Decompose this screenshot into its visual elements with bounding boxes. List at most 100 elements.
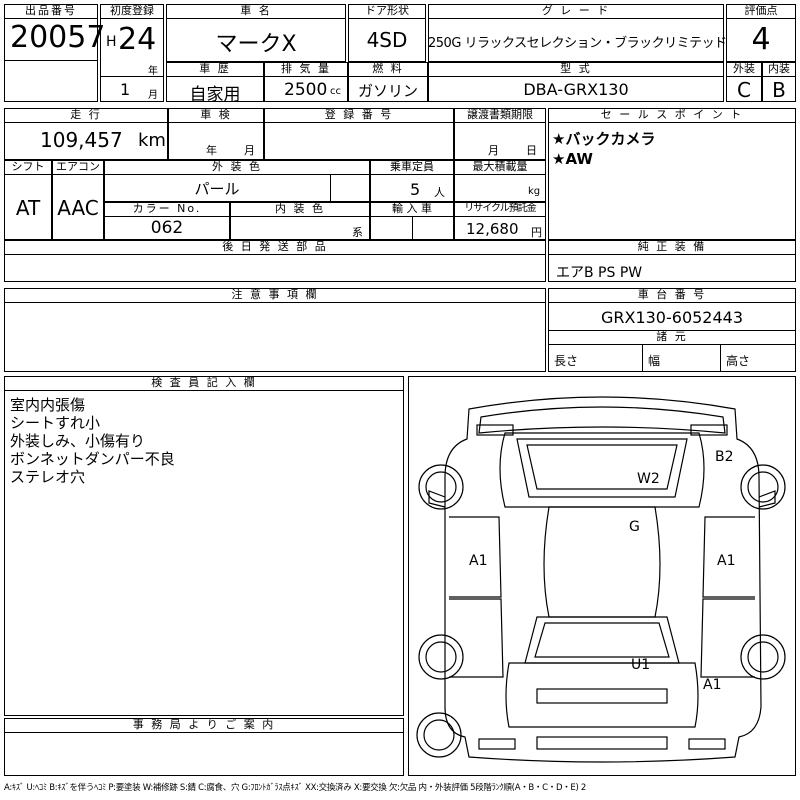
model-code-label: 型 式	[428, 62, 724, 77]
damage-mark-w2: W2	[637, 471, 660, 487]
color-no-value: 062	[150, 218, 184, 238]
inspector-line: 外装しみ、小傷有り	[10, 432, 146, 450]
chassis-value: GRX130-6052443	[600, 308, 744, 327]
grade-value: 250G リラックスセレクション・ブラックリミテッド	[428, 36, 727, 51]
first-reg-year-unit: 年	[148, 66, 158, 77]
history-box	[166, 62, 264, 102]
door-box	[348, 4, 426, 62]
ext-score-value: C	[737, 78, 751, 102]
mileage-unit: km	[138, 130, 166, 151]
chassis-label: 車 台 番 号	[548, 288, 796, 303]
recycle-box	[454, 202, 546, 240]
first-reg-label: 初度登録	[100, 4, 164, 19]
inspection-label: 車 検	[168, 108, 264, 123]
damage-mark-a1-left: A1	[469, 553, 488, 569]
reg-number-label: 登 録 番 号	[264, 108, 454, 123]
max-load-box	[454, 160, 546, 202]
notes-label: 注 意 事 項 欄	[4, 288, 546, 303]
ext-score-label: 外装	[726, 62, 762, 77]
fuel-value: ガソリン	[357, 82, 418, 100]
legend-text: A:ｷｽﾞ U:ﾍｺﾐ B:ｷｽﾞを伴うﾍｺﾐ P:要塗装 W:補修跡 S:錆 …	[4, 783, 587, 793]
genuine-equip-label: 純 正 装 備	[548, 240, 796, 255]
car-body-diagram	[416, 396, 786, 763]
first-reg-year: 24	[118, 22, 157, 57]
car-name-box	[166, 4, 346, 62]
grade-box	[428, 4, 724, 62]
inspection-box	[168, 108, 264, 160]
model-code-value: DBA-GRX130	[523, 80, 629, 99]
inspector-line: シートすれ小	[10, 414, 101, 432]
lot-number: 20057	[10, 20, 106, 55]
genuine-equip-box	[548, 240, 796, 282]
mileage-value: 109,457	[40, 128, 123, 152]
door-value: 4SD	[366, 28, 408, 52]
fuel-box	[348, 62, 428, 102]
recycle-label: リサイクル預託金	[454, 202, 546, 217]
damage-mark-a1-rear: A1	[703, 677, 722, 693]
displacement-value: 2500	[284, 80, 328, 100]
shift-value: AT	[15, 196, 41, 220]
displacement-box	[264, 62, 348, 102]
transfer-day-unit: 日	[526, 144, 537, 157]
inspector-line: 室内内張傷	[10, 396, 86, 414]
displacement-unit: cc	[330, 86, 341, 97]
shift-box	[4, 160, 52, 240]
capacity-value: 5	[410, 180, 421, 199]
aircon-label: エアコン	[52, 160, 104, 175]
ext-score-box	[726, 62, 762, 102]
transfer-month-unit: 月	[488, 144, 499, 157]
reg-number-box	[264, 108, 454, 160]
displacement-label: 排 気 量	[264, 62, 348, 77]
int-score-box	[762, 62, 796, 102]
dim-length-label: 長さ	[554, 354, 579, 368]
inspector-line: ボンネットダンパー不良	[10, 450, 175, 468]
aircon-value: AAC	[57, 196, 99, 220]
grade-label: グ レ ー ド	[428, 4, 724, 19]
color-no-box	[104, 202, 230, 240]
lot-box	[4, 4, 98, 102]
int-color-label: 内 装 色	[230, 202, 370, 217]
office-box	[4, 718, 404, 776]
shift-label: シフト	[4, 160, 52, 175]
fuel-label: 燃 料	[348, 62, 428, 77]
first-reg-month-unit: 月	[148, 90, 158, 101]
damage-diagram: W2 B2 G A1 A1 U1 A1	[408, 376, 796, 776]
car-name-label: 車 名	[166, 4, 346, 19]
history-value: 自家用	[189, 85, 241, 105]
inspector-label: 検 査 員 記 入 欄	[4, 376, 404, 391]
first-reg-month: 1	[120, 80, 131, 99]
aircon-box	[52, 160, 104, 240]
inspection-month-unit: 月	[244, 144, 255, 157]
recycle-value: 12,680	[466, 220, 519, 238]
max-load-label: 最大積載量	[454, 160, 546, 175]
office-label: 事 務 局 よ り ご 案 内	[4, 718, 404, 733]
first-reg-box	[100, 4, 164, 102]
later-parts-label: 後 日 発 送 部 品	[4, 240, 546, 255]
int-score-value: B	[772, 78, 786, 102]
dimensions-label: 諸 元	[548, 330, 796, 345]
lot-label: 出品番号	[4, 4, 98, 19]
door-label: ドア形状	[348, 4, 426, 19]
sales-point-item: ★バックカメラ	[552, 130, 656, 148]
score-value: 4	[751, 22, 771, 57]
notes-box	[4, 288, 546, 372]
damage-mark-g: G	[629, 519, 640, 535]
ext-color-box	[104, 160, 370, 202]
int-color-unit: 系	[352, 226, 363, 239]
capacity-box	[370, 160, 454, 202]
int-score-label: 内装	[762, 62, 796, 77]
first-reg-era: H	[106, 34, 117, 50]
model-code-box	[428, 62, 724, 102]
transfer-label: 譲渡書類期限	[454, 108, 546, 123]
damage-mark-a1-right: A1	[717, 553, 736, 569]
dim-height-label: 高さ	[726, 354, 751, 368]
int-color-box	[230, 202, 370, 240]
ext-color-label: 外 装 色	[104, 160, 370, 175]
inspection-year-unit: 年	[206, 144, 217, 157]
capacity-label: 乗車定員	[370, 160, 454, 175]
transfer-box	[454, 108, 546, 160]
mileage-box	[4, 108, 168, 160]
import-label: 輸 入 車	[370, 202, 454, 217]
ext-color-value: パール	[194, 180, 240, 198]
color-no-label: カラー No.	[104, 202, 230, 217]
